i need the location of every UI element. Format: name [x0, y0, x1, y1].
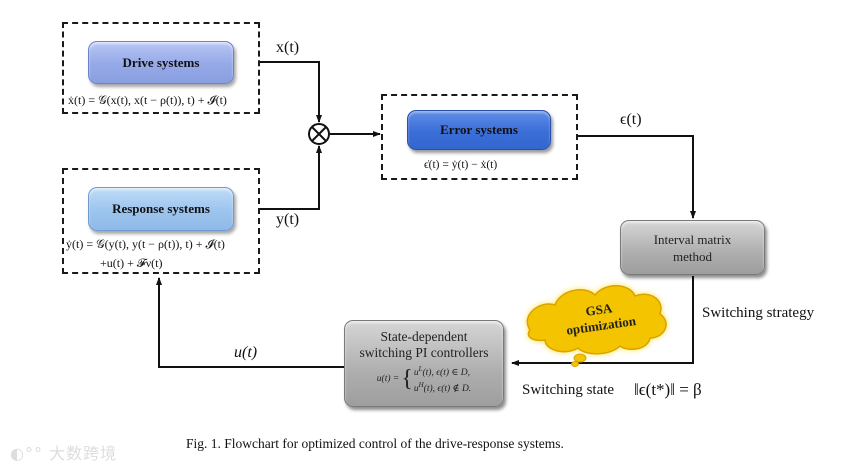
- response-systems-block[interactable]: Response systems: [88, 187, 234, 231]
- u-feedback-line: [156, 277, 344, 368]
- x-signal-label: x(t): [276, 39, 300, 56]
- controller-equation: u(t) = { uL(t), ϵ(t) ∈ D, uH(t), ϵ(t) ∉ …: [377, 363, 471, 395]
- u-signal-label: u(t): [234, 344, 258, 361]
- controller-eq-brace: {: [401, 366, 413, 393]
- error-systems-container: [381, 94, 578, 180]
- epsilon-signal-line: [578, 135, 696, 219]
- superscript: L: [418, 365, 423, 373]
- response-systems-label: Response systems: [112, 201, 210, 216]
- watermark-text: 大数跨境: [49, 444, 118, 463]
- switching-pi-controllers-block[interactable]: State-dependent switching PI controllers…: [344, 320, 504, 407]
- drive-systems-equation: ẋ(t) = 𝒢(x(t), x(t − ρ(t)), t) + 𝓘(t): [68, 93, 227, 107]
- controller-label-line2: switching PI controllers: [359, 345, 489, 360]
- response-systems-container: [62, 168, 260, 274]
- watermark-logo-icon: ◐°°: [10, 444, 43, 463]
- controller-eq-case1: uL(t), ϵ(t) ∈ D,: [413, 365, 471, 379]
- y-signal-line: [259, 145, 322, 210]
- error-systems-label: Error systems: [440, 122, 518, 137]
- interval-matrix-label-line1: Interval matrix: [653, 231, 732, 247]
- y-signal-label: y(t): [276, 211, 300, 228]
- controller-label-line1: State-dependent: [380, 329, 468, 344]
- error-systems-block[interactable]: Error systems: [407, 110, 551, 150]
- multiplication-junction-icon: [308, 123, 330, 145]
- response-systems-equation-line1: ẏ(t) = 𝒢(y(t), y(t − ρ(t)), t) + 𝓘(t): [66, 237, 225, 251]
- figure-caption: Fig. 1. Flowchart for optimized control …: [186, 436, 564, 451]
- response-systems-equation-line2: +u(t) + 𝓕ν(t): [100, 256, 163, 270]
- drive-systems-label: Drive systems: [122, 54, 200, 70]
- controller-eq-cases: uL(t), ϵ(t) ∈ D, uH(t), ϵ(t) ∉ D.: [414, 363, 471, 395]
- controller-eq-lhs: u(t) =: [376, 374, 400, 385]
- error-systems-equation: ϵ̇(t) = ẏ(t) − ẋ(t): [424, 159, 498, 171]
- gsa-cloud-shape: [526, 285, 667, 367]
- interval-matrix-label-line2: method: [673, 248, 712, 264]
- superscript: H: [418, 381, 424, 390]
- watermark: ◐°° 大数跨境: [10, 440, 117, 464]
- controller-eq-case2: uH(t), ϵ(t) ∉ D.: [413, 381, 472, 395]
- switching-strategy-label: Switching strategy: [702, 305, 815, 321]
- drive-systems-block[interactable]: Drive systems: [88, 41, 234, 84]
- interval-matrix-method-block[interactable]: Interval matrix method: [620, 220, 765, 275]
- x-signal-line: [259, 61, 322, 123]
- epsilon-signal-label: ϵ(t): [620, 111, 642, 128]
- switching-state-label: Switching state: [522, 382, 615, 398]
- drive-systems-container: [62, 22, 260, 114]
- switching-state-equation: ‖ϵ(t*)‖ = β: [634, 380, 702, 399]
